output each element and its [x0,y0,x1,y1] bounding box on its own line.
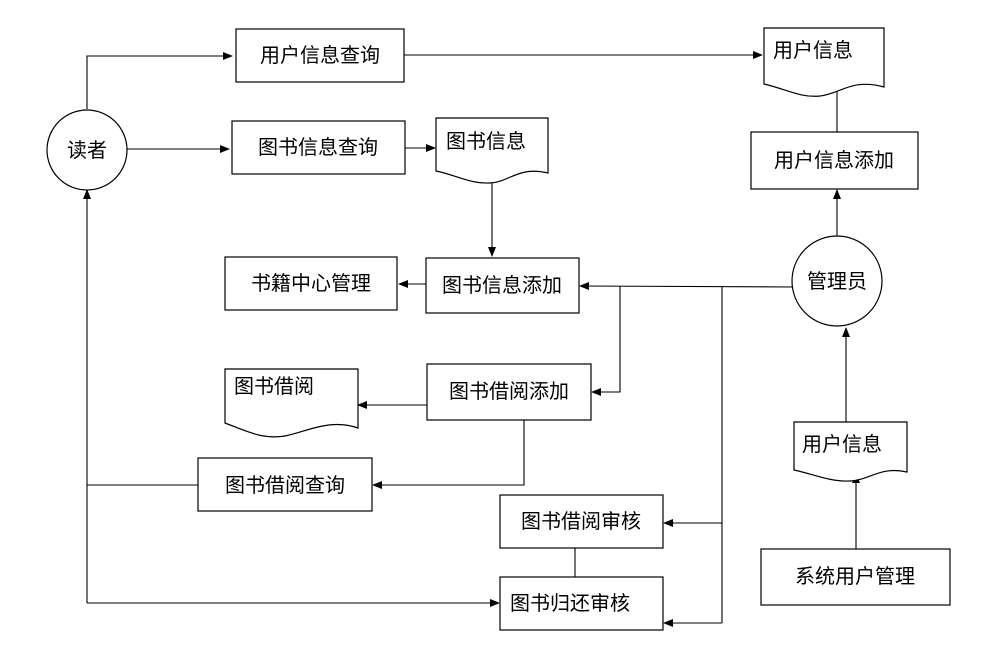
edge-borrow-add-to-borrow-query [372,420,525,489]
user-info-add-label: 用户信息添加 [774,148,894,172]
user-info-add-box: 用户信息添加 [750,131,919,190]
reader-label: 读者 [67,138,107,162]
user-info-doc-bottom: 用户信息 [793,421,908,482]
borrow-review-label: 图书借阅审核 [521,509,641,533]
user-info-doc-top-label: 用户信息 [773,38,853,62]
book-info-query-box: 图书信息查询 [231,120,406,175]
user-info-query-box: 用户信息查询 [235,28,405,83]
reader-node: 读者 [46,109,128,191]
admin-label: 管理员 [807,269,867,293]
book-info-add-label: 图书信息添加 [442,273,562,297]
user-info-query-label: 用户信息查询 [260,43,380,67]
return-review-label: 图书归还审核 [510,591,630,615]
borrow-doc-label: 图书借阅 [234,374,314,398]
sys-user-mgmt-box: 系统用户管理 [760,548,951,606]
book-info-doc: 图书信息 [435,117,549,184]
edge-admin-to-book-info-add [579,282,796,291]
borrow-add-label: 图书借阅添加 [449,379,569,403]
book-info-query-label: 图书信息查询 [258,135,378,159]
edge-reader-to-user-info-query [86,52,233,109]
borrow-add-box: 图书借阅添加 [426,363,592,421]
borrow-review-box: 图书借阅审核 [499,494,664,549]
edge-branch-to-borrow-add [591,286,621,396]
admin-node: 管理员 [791,235,883,327]
borrow-query-box: 图书借阅查询 [197,457,373,512]
book-center-mgmt-label: 书籍中心管理 [251,271,371,295]
user-info-doc-bottom-label: 用户信息 [802,432,882,456]
borrow-query-label: 图书借阅查询 [225,473,345,497]
sys-user-mgmt-label: 系统用户管理 [795,564,915,588]
edges [83,51,860,627]
borrow-doc: 图书借阅 [224,368,359,438]
user-info-doc-top: 用户信息 [763,27,885,97]
book-info-add-box: 图书信息添加 [425,257,580,314]
book-center-mgmt-box: 书籍中心管理 [224,256,398,311]
return-review-box: 图书归还审核 [499,576,664,631]
book-info-doc-label: 图书信息 [446,129,526,153]
